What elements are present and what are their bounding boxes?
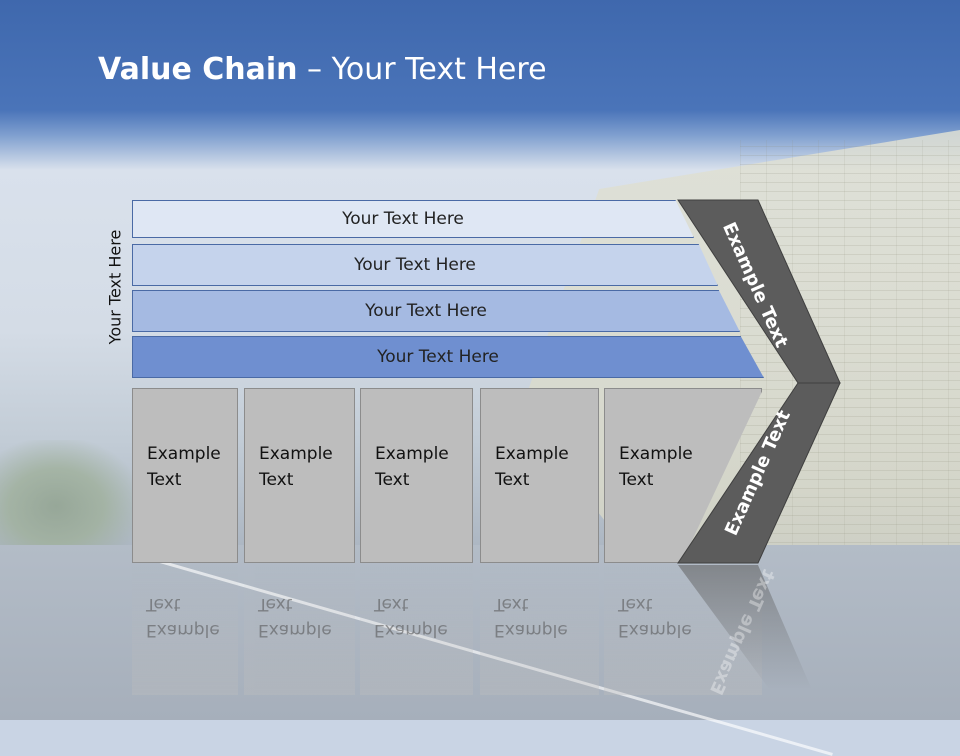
block-line-1: Example [147,444,221,464]
block-line-1: Example [375,444,449,464]
block-line-2: Text [259,470,294,490]
bar-label: Your Text Here [354,255,476,275]
block-line-1: Example [259,444,333,464]
chevron-lower-arm[interactable] [677,382,841,564]
support-bar-4[interactable]: Your Text Here [132,336,764,378]
title-bold: Value Chain [98,52,298,87]
block-line-2: Text [375,470,410,490]
support-bar-1[interactable]: Your Text Here [132,200,694,238]
bar-label: Your Text Here [365,301,487,321]
margin-chevron [677,199,841,690]
bar-label: Your Text Here [377,347,499,367]
support-bar-2[interactable]: Your Text Here [132,244,718,286]
parking-lot-background [0,545,960,720]
title-rest: – Your Text Here [297,52,547,87]
activity-block-3[interactable]: Example Text [360,388,473,563]
block-line-1: Example [495,444,569,464]
activity-block-4[interactable]: Example Text [480,388,599,563]
slide-title[interactable]: Value Chain – Your Text Here [98,52,547,87]
chevron-reflection [678,565,812,690]
block-line-1: Example [619,444,693,464]
support-bar-3[interactable]: Your Text Here [132,290,740,332]
activity-block-2[interactable]: Example Text [244,388,355,563]
trees-background [0,440,140,550]
block-line-2: Text [619,470,654,490]
bar-label: Your Text Here [342,209,464,229]
activity-block-1[interactable]: Example Text [132,388,238,563]
block-line-2: Text [495,470,530,490]
block-line-2: Text [147,470,182,490]
